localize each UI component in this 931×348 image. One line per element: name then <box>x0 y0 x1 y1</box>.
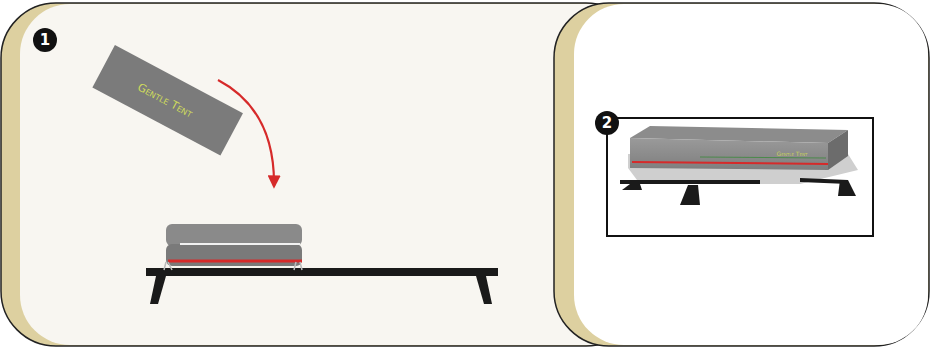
tent-bag <box>92 45 243 155</box>
right-panel-border <box>554 3 929 346</box>
tent-3d <box>620 126 858 205</box>
brand-text: Gentle Tent <box>777 150 808 157</box>
left-panel <box>20 4 640 345</box>
motion-arrow <box>218 80 274 186</box>
roof-rack <box>146 268 498 304</box>
callout-number: 1 <box>33 28 57 52</box>
left-panel-border <box>1 3 641 346</box>
callout-number: 2 <box>595 111 619 135</box>
detail-frame <box>607 118 873 236</box>
folded-tent <box>164 224 302 270</box>
right-panel <box>574 4 928 345</box>
